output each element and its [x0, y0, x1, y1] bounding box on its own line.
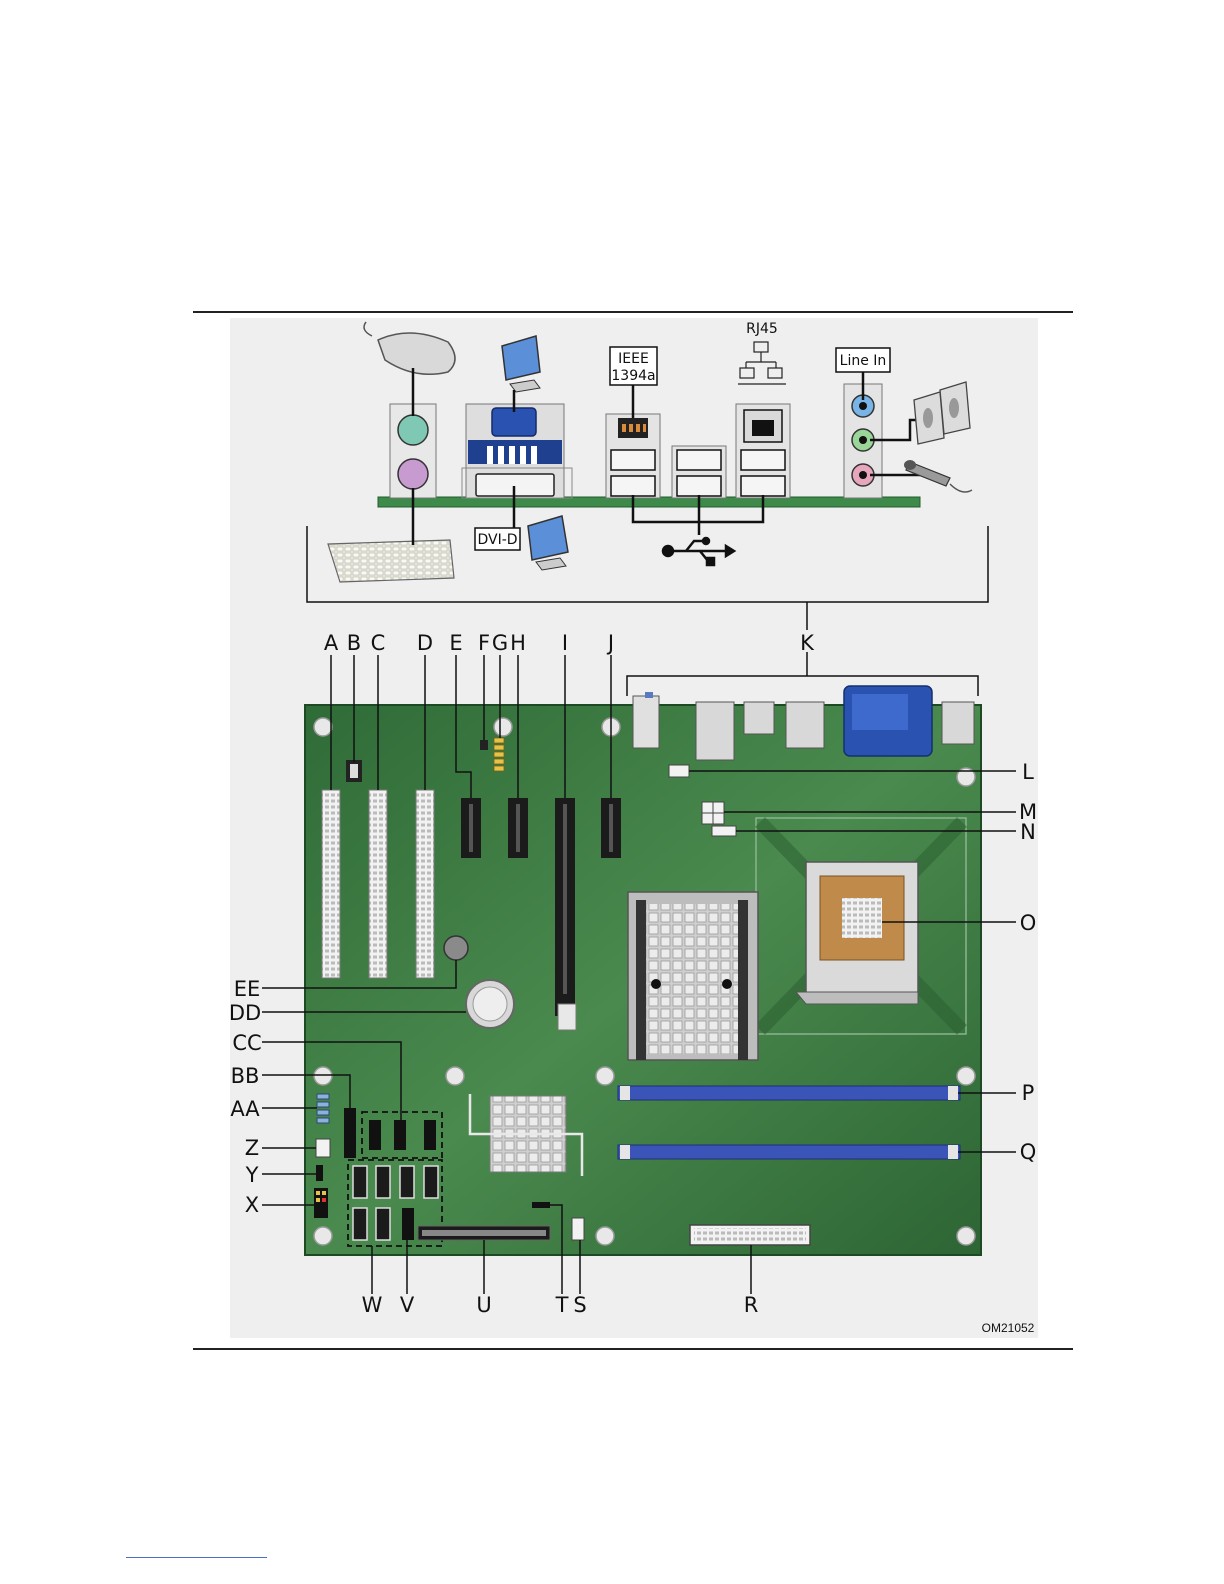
header-t	[532, 1202, 550, 1208]
keyboard-icon	[328, 540, 454, 582]
usb-port	[611, 476, 655, 496]
sata-port	[353, 1208, 367, 1240]
callout-ee: EE	[234, 977, 261, 1001]
callout-n: N	[1020, 820, 1036, 844]
sata-port	[376, 1166, 390, 1198]
io-connector-usb-lan	[696, 702, 734, 760]
callout-q: Q	[1020, 1140, 1037, 1164]
header-z	[316, 1139, 330, 1157]
sata-port	[376, 1208, 390, 1240]
speaker-ee	[444, 936, 468, 960]
figure-id-label: OM21052	[982, 1321, 1035, 1335]
ieee-1394a-label: 1394a	[611, 368, 655, 384]
callout-dd: DD	[229, 1001, 261, 1025]
header-bb	[344, 1108, 356, 1158]
header-g	[494, 738, 504, 771]
io-connector-ps2	[633, 696, 659, 748]
fan-header-l	[669, 765, 689, 777]
sata-port	[353, 1166, 367, 1198]
usb-port	[611, 450, 655, 470]
callout-z: Z	[245, 1136, 259, 1160]
jumper-f	[480, 740, 488, 750]
callout-k: K	[800, 631, 815, 655]
dimm-slot-q	[618, 1145, 960, 1159]
callout-b: B	[347, 631, 361, 655]
dvi-d-label: DVI-D	[477, 532, 517, 548]
callout-c: C	[371, 631, 386, 655]
io-connector-ieee	[786, 702, 824, 748]
sata-port	[400, 1166, 414, 1198]
usb-port	[741, 450, 785, 470]
io-connector-audio	[942, 702, 974, 744]
callout-u: U	[476, 1293, 491, 1317]
pci-slot-d	[416, 790, 434, 978]
callout-f: F	[478, 631, 490, 655]
header-y	[316, 1165, 323, 1181]
usb-port	[677, 450, 721, 470]
pci-slot-c	[369, 790, 387, 978]
vga-port	[492, 408, 536, 436]
callout-v: V	[400, 1293, 415, 1317]
sata-port	[424, 1166, 438, 1198]
callout-x: X	[245, 1193, 259, 1217]
callout-i: I	[562, 631, 568, 655]
callout-o: O	[1020, 911, 1037, 935]
callout-r: R	[744, 1293, 759, 1317]
line-in-label: Line In	[840, 353, 887, 369]
fan-header-n	[712, 826, 736, 836]
usb-port	[741, 476, 785, 496]
callout-aa: AA	[230, 1097, 260, 1121]
callout-g: G	[492, 631, 508, 655]
ps2-keyboard-port	[398, 459, 428, 489]
fan-header-s	[572, 1218, 584, 1240]
callout-bb: BB	[231, 1064, 260, 1088]
io-connector-usb	[744, 702, 774, 734]
dimm-slot-p	[618, 1086, 960, 1100]
callout-t: T	[555, 1293, 569, 1317]
callout-cc: CC	[232, 1031, 261, 1055]
pci-slot-a	[322, 790, 340, 978]
callout-s: S	[573, 1293, 586, 1317]
ieee-label: IEEE	[618, 351, 649, 367]
callout-e: E	[449, 631, 462, 655]
header-x	[314, 1188, 328, 1218]
callout-p: P	[1022, 1081, 1035, 1105]
header-v	[402, 1208, 414, 1240]
callout-h: H	[510, 631, 526, 655]
ps2-mouse-port	[398, 415, 428, 445]
callout-j: J	[606, 631, 614, 655]
usb-port	[677, 476, 721, 496]
rj45-label: RJ45	[746, 321, 778, 337]
callout-y: Y	[245, 1163, 259, 1187]
callout-l: L	[1022, 760, 1034, 784]
callout-d: D	[417, 631, 433, 655]
callout-w: W	[362, 1293, 383, 1317]
callout-a: A	[324, 631, 339, 655]
